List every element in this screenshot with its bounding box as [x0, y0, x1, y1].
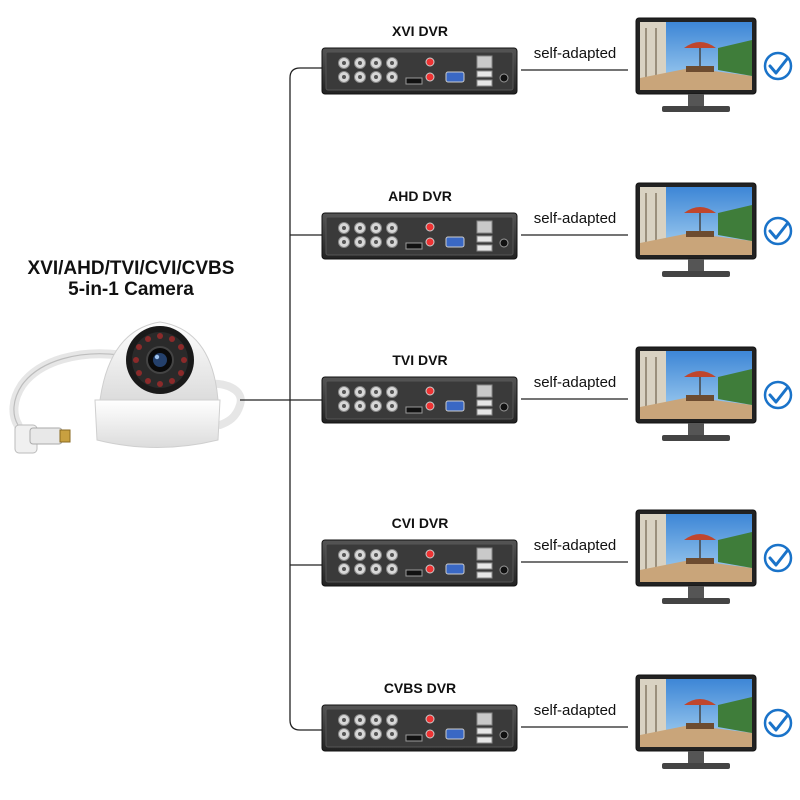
check-circle-icon	[763, 51, 793, 81]
dvr-label: AHD DVR	[388, 188, 452, 204]
check-circle-icon	[763, 216, 793, 246]
self-adapted-label: self-adapted	[534, 45, 617, 62]
dvr-label: TVI DVR	[392, 352, 447, 368]
dvr-label: CVI DVR	[392, 515, 449, 531]
monitor-icon	[635, 509, 757, 604]
dvr-row: CVI DVR self-adapted	[321, 509, 793, 604]
self-adapted-label: self-adapted	[534, 374, 617, 391]
dvr-recorder-icon	[321, 376, 518, 424]
self-adapted-label: self-adapted	[534, 537, 617, 554]
self-adapted-label: self-adapted	[534, 702, 617, 719]
monitor-icon	[635, 674, 757, 769]
self-adapted-label: self-adapted	[534, 210, 617, 227]
dvr-recorder-icon	[321, 47, 518, 95]
dvr-recorder-icon	[321, 704, 518, 752]
dvr-row: AHD DVR self-adapted	[321, 182, 793, 277]
camera-title-line1: XVI/AHD/TVI/CVI/CVBS	[27, 258, 235, 279]
monitor-icon	[635, 346, 757, 441]
dvr-recorder-icon	[321, 212, 518, 260]
check-circle-icon	[763, 708, 793, 738]
camera-title-line2: 5-in-1 Camera	[68, 279, 194, 300]
dome-camera-icon	[9, 321, 245, 454]
dvr-recorder-icon	[321, 539, 518, 587]
monitor-icon	[635, 182, 757, 277]
monitor-icon	[635, 17, 757, 112]
dvr-label: CVBS DVR	[384, 680, 456, 696]
check-circle-icon	[763, 380, 793, 410]
wiring	[240, 67, 322, 731]
dvr-row: TVI DVR self-adapted	[321, 346, 793, 441]
dvr-row: CVBS DVR self-adapted	[321, 674, 793, 769]
check-circle-icon	[763, 543, 793, 573]
dvr-label: XVI DVR	[392, 23, 448, 39]
dvr-row: XVI DVR self-adapted	[321, 17, 793, 112]
